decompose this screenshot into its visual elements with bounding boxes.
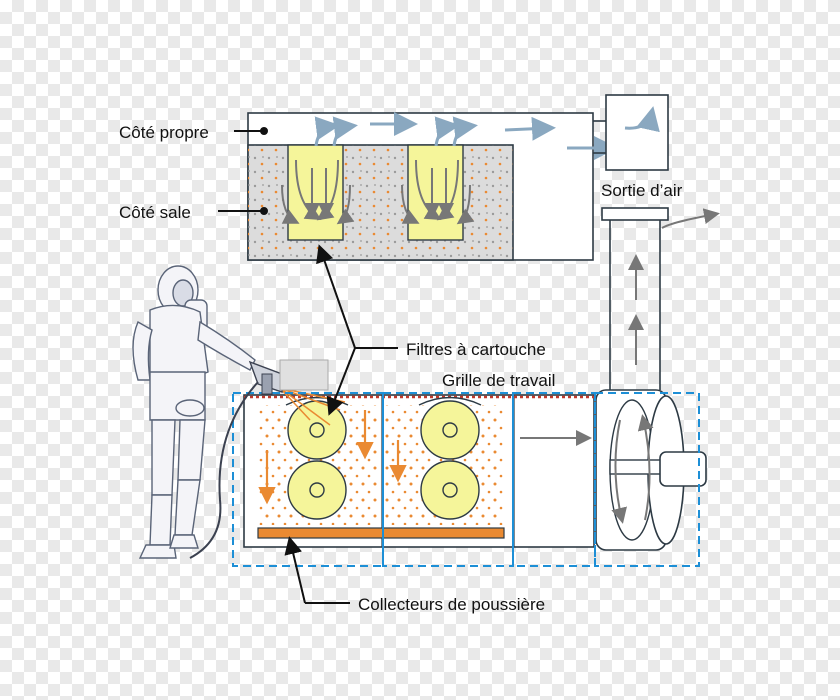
cartridge-filters-label: Filtres à cartouche bbox=[406, 340, 546, 359]
dashed-zones bbox=[232, 392, 700, 567]
air-outlet-duct bbox=[601, 207, 720, 390]
exhaust-fan bbox=[595, 389, 707, 551]
lower-cartridge-filter-3 bbox=[420, 400, 480, 460]
filter-housing bbox=[247, 94, 669, 261]
spray-gun bbox=[189, 359, 329, 559]
lower-cartridge-filter-4 bbox=[420, 460, 480, 520]
dust-collectors-label: Collecteurs de poussière bbox=[358, 595, 545, 614]
fan-motor bbox=[659, 451, 707, 487]
work-grid-label: Grille de travail bbox=[442, 371, 555, 390]
lower-cartridge-filter-2 bbox=[287, 460, 347, 520]
label-pointers bbox=[218, 127, 398, 604]
air-outlet-label: Sortie d’air bbox=[601, 181, 683, 200]
dirty-side-label: Côté sale bbox=[119, 203, 191, 222]
dust-collector-tray bbox=[257, 527, 505, 539]
operator-figure bbox=[132, 265, 256, 559]
lower-booth bbox=[243, 387, 595, 548]
clean-side-label: Côté propre bbox=[119, 123, 209, 142]
outlet-box bbox=[605, 94, 669, 171]
